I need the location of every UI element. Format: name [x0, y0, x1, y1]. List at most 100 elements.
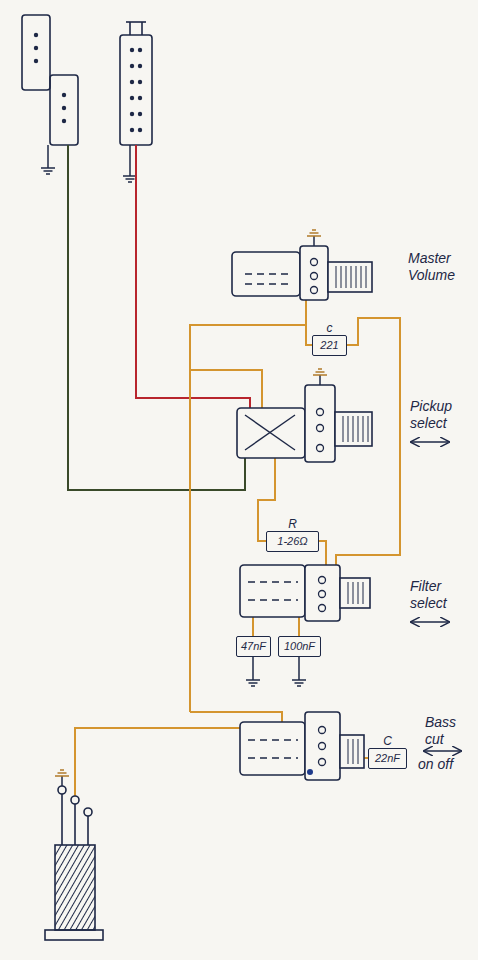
component-value: 1-26Ω [266, 531, 319, 552]
ground-symbol [41, 160, 55, 174]
shaft-knurl [348, 582, 349, 604]
pickup [22, 15, 152, 145]
ground-symbol [41, 160, 306, 686]
pole-piece [138, 128, 142, 132]
ground-wire [47, 145, 49, 160]
part-label: on off [418, 756, 453, 773]
wire [252, 617, 254, 636]
part-label: Bass cut [425, 714, 469, 748]
pole-piece [62, 106, 66, 110]
component-letter: c [327, 322, 333, 335]
ground-symbol [307, 230, 321, 246]
switch-body [240, 722, 305, 775]
output-jack [71, 796, 79, 804]
pot-body [232, 252, 300, 296]
lug-terminal [319, 727, 326, 734]
output-jack [45, 786, 103, 940]
part-label: Filter select [410, 578, 470, 612]
ground-symbol [246, 672, 260, 686]
pot-body [300, 246, 328, 300]
output-jack [87, 812, 89, 845]
shaft-knurl [351, 266, 352, 288]
ground-symbol [55, 770, 69, 786]
pickup [141, 22, 143, 35]
ground-symbol [313, 369, 327, 385]
output-jack [58, 786, 66, 794]
pickup [22, 15, 50, 90]
pole-piece [130, 64, 134, 68]
ground-wire [298, 657, 300, 672]
switch-body [305, 565, 340, 621]
component-box: C22nF [368, 735, 407, 769]
ground-wire [48, 145, 130, 168]
switch-contacts [245, 415, 295, 450]
direction-arrow [412, 621, 448, 622]
pole-piece [138, 48, 142, 52]
pickup [129, 22, 131, 35]
ground-symbol [55, 230, 327, 786]
pole-piece [34, 33, 142, 132]
shaft-knurl [336, 266, 337, 288]
part-label: Pickup select [410, 398, 470, 432]
shaft-knurl [356, 266, 357, 288]
pickup [50, 75, 78, 145]
pole-piece [34, 33, 38, 37]
output-jack [45, 930, 103, 940]
switch-contacts [245, 415, 295, 450]
wire [68, 145, 245, 490]
pole-piece [34, 46, 38, 50]
pot-body [328, 262, 372, 292]
wire [190, 370, 262, 408]
shaft-knurl [346, 266, 347, 288]
wire [75, 296, 400, 800]
lug-terminal [311, 287, 318, 294]
shaft-knurl [361, 266, 362, 288]
switch-contacts [245, 283, 290, 284]
shaft-knurl [368, 416, 369, 442]
switch-body [340, 735, 364, 768]
switch-contacts [248, 739, 298, 740]
pole-piece [138, 80, 142, 84]
switch-body [305, 385, 335, 462]
switch-body [237, 408, 305, 458]
ground-wire [129, 145, 131, 168]
shaft-knurl [366, 266, 367, 288]
wire [75, 728, 240, 800]
output-jack [61, 790, 63, 845]
lug-terminal [319, 591, 326, 598]
shaft-knurl [353, 416, 354, 442]
shaft-knurl [358, 582, 359, 604]
shaft-knurl [343, 416, 344, 442]
lug-terminal [317, 445, 324, 452]
pole-piece [130, 80, 134, 84]
output-jack [84, 808, 92, 816]
pole-piece [138, 96, 142, 100]
shaft-knurl [353, 739, 354, 764]
switch-body [240, 565, 305, 617]
switch-body [305, 712, 340, 780]
shaft-knurl [353, 582, 354, 604]
wire [318, 541, 326, 565]
lug-terminal [319, 743, 326, 750]
pickup [120, 35, 152, 145]
pickup [126, 21, 146, 23]
pole-piece [34, 59, 38, 63]
pole-piece [130, 112, 134, 116]
switch-contacts [245, 273, 290, 274]
component-letter: R [288, 518, 297, 531]
pole-piece [138, 64, 142, 68]
component-box: R1-26Ω [266, 518, 319, 552]
ground-symbol [292, 672, 306, 686]
pole-piece [62, 119, 66, 123]
lug-terminal [317, 425, 324, 432]
lug-terminal [319, 605, 326, 612]
switch-contacts [245, 274, 298, 758]
wire [258, 458, 275, 541]
output-jack [55, 845, 95, 930]
lug-terminal [311, 273, 318, 280]
shaft-knurl [363, 416, 364, 442]
shaft-knurl [358, 416, 359, 442]
switch-contacts [248, 599, 298, 600]
component-value: 221 [312, 335, 347, 356]
pole-piece [130, 96, 134, 100]
